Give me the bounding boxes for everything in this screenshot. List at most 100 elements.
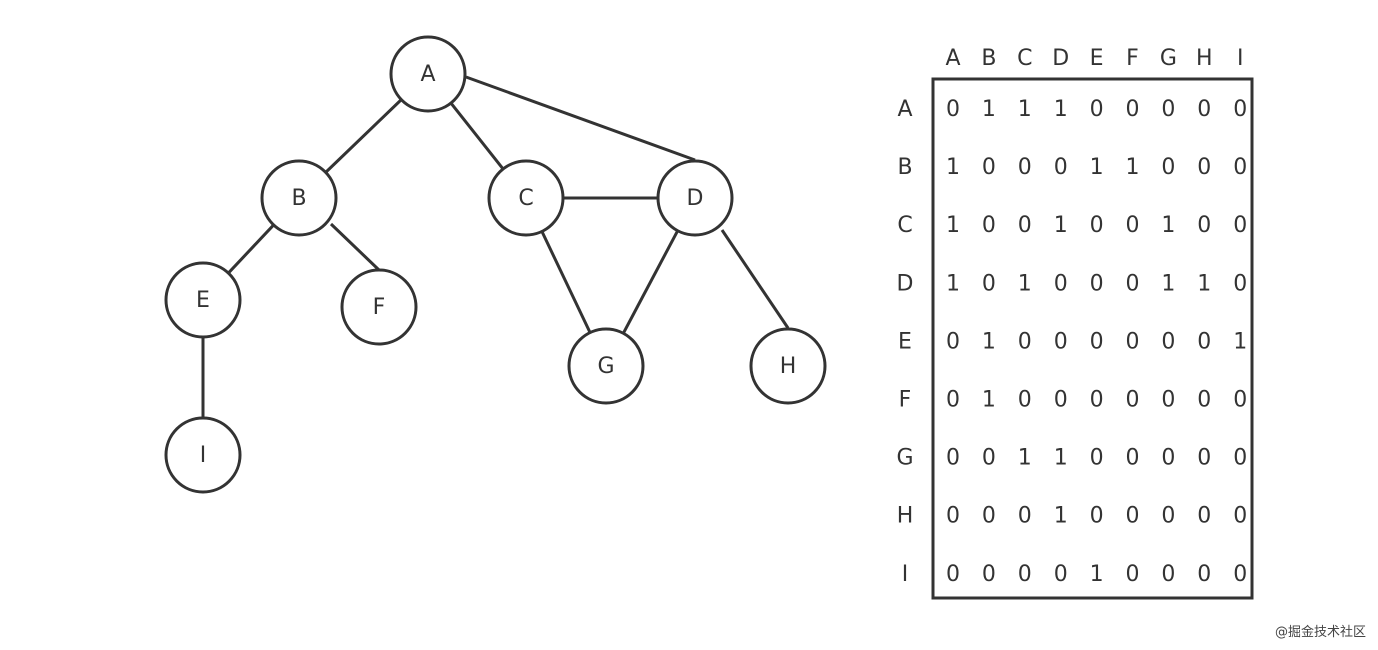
matrix-cell: 0 [1090, 446, 1104, 471]
matrix-row-label: A [897, 97, 912, 122]
matrix-col-label: I [1237, 46, 1244, 71]
matrix-cell: 0 [1126, 388, 1140, 413]
edge-d-h [720, 229, 790, 329]
matrix-col-label: H [1196, 46, 1213, 71]
matrix-cell: 0 [982, 504, 996, 529]
watermark: @掘金技术社区 [1274, 625, 1366, 640]
matrix-cell: 0 [1126, 446, 1140, 471]
matrix-cell: 0 [1054, 329, 1068, 354]
matrix-cell: 1 [1197, 271, 1211, 296]
matrix-cell: 1 [982, 388, 996, 413]
node-circle [260, 159, 338, 237]
node-label: A [420, 62, 435, 87]
matrix-cell: 0 [1090, 213, 1104, 238]
matrix-col-label: F [1126, 46, 1139, 71]
node-b: B [260, 159, 338, 237]
matrix-cell: 1 [1018, 446, 1032, 471]
matrix-cell: 0 [1233, 213, 1247, 238]
matrix-cell: 0 [1233, 446, 1247, 471]
matrix-cell: 1 [1126, 155, 1140, 180]
matrix-cell: 0 [1233, 388, 1247, 413]
matrix-cell: 0 [1018, 213, 1032, 238]
matrix-cell: 1 [1090, 562, 1104, 587]
node-label: F [373, 295, 386, 320]
matrix-cell: 0 [1233, 155, 1247, 180]
matrix-cell: 0 [1197, 446, 1211, 471]
matrix-cell: 1 [946, 271, 960, 296]
node-e: E [164, 261, 242, 339]
matrix-row-label: F [899, 388, 912, 413]
matrix-cell: 0 [1233, 97, 1247, 122]
matrix-cell: 1 [946, 155, 960, 180]
matrix-cell: 0 [1054, 155, 1068, 180]
node-circle [567, 327, 645, 405]
node-circle [749, 327, 827, 405]
matrix-cell: 0 [1161, 329, 1175, 354]
matrix-cell: 0 [1018, 388, 1032, 413]
matrix-cell: 1 [982, 97, 996, 122]
matrix-col-label: D [1052, 46, 1069, 71]
matrix-cell: 0 [1018, 155, 1032, 180]
matrix-cell: 0 [1018, 504, 1032, 529]
node-h: H [749, 327, 827, 405]
edge-b-e [227, 223, 275, 275]
node-circle [656, 159, 734, 237]
matrix-cell: 0 [1126, 562, 1140, 587]
node-circle [164, 416, 242, 494]
matrix-cell: 0 [982, 155, 996, 180]
matrix-cell: 0 [1197, 213, 1211, 238]
matrix-cell: 1 [1090, 155, 1104, 180]
matrix-row-label: D [897, 271, 914, 296]
matrix-cell: 0 [1126, 213, 1140, 238]
matrix-col-label: B [981, 46, 996, 71]
node-circle [164, 261, 242, 339]
matrix-cell: 0 [946, 388, 960, 413]
matrix-cell: 0 [1054, 271, 1068, 296]
matrix-cell: 0 [1090, 329, 1104, 354]
matrix-cell: 0 [1161, 155, 1175, 180]
matrix-cell: 0 [1197, 97, 1211, 122]
matrix-cell: 0 [1161, 562, 1175, 587]
edge-c-g [540, 230, 592, 334]
matrix-cell: 0 [1054, 562, 1068, 587]
edge-a-d [465, 75, 696, 162]
node-label: B [291, 186, 306, 211]
matrix-cell: 0 [982, 446, 996, 471]
matrix-cell: 0 [1161, 388, 1175, 413]
edge-a-c [449, 102, 505, 170]
matrix-cell: 0 [1197, 329, 1211, 354]
node-label: C [518, 186, 533, 211]
matrix-cell: 0 [1233, 504, 1247, 529]
matrix-cell: 0 [1090, 388, 1104, 413]
node-label: E [196, 288, 210, 313]
matrix-cell: 0 [1090, 97, 1104, 122]
node-circle [389, 35, 467, 113]
matrix-row-label: C [897, 213, 912, 238]
matrix-cell: 1 [1054, 97, 1068, 122]
matrix-cell: 1 [1018, 97, 1032, 122]
matrix-cell: 0 [1018, 329, 1032, 354]
matrix-bracket [931, 77, 1254, 600]
matrix-cell: 0 [982, 271, 996, 296]
matrix-cell: 0 [946, 562, 960, 587]
node-d: D [656, 159, 734, 237]
matrix-cell: 1 [946, 213, 960, 238]
matrix-cell: 0 [1054, 388, 1068, 413]
matrix-cell: 0 [1126, 504, 1140, 529]
matrix-cell: 0 [1233, 271, 1247, 296]
matrix-row-label: I [902, 562, 909, 587]
node-f: F [340, 268, 418, 346]
matrix-cell: 0 [1197, 388, 1211, 413]
matrix-cell: 1 [982, 329, 996, 354]
matrix-cell: 0 [1126, 329, 1140, 354]
matrix-cell: 0 [1018, 562, 1032, 587]
node-circle [340, 268, 418, 346]
matrix-cell: 0 [1126, 271, 1140, 296]
matrix-cell: 0 [1161, 504, 1175, 529]
matrix-cell: 0 [1161, 446, 1175, 471]
matrix-cell: 0 [1090, 271, 1104, 296]
edge-b-f [329, 222, 381, 272]
